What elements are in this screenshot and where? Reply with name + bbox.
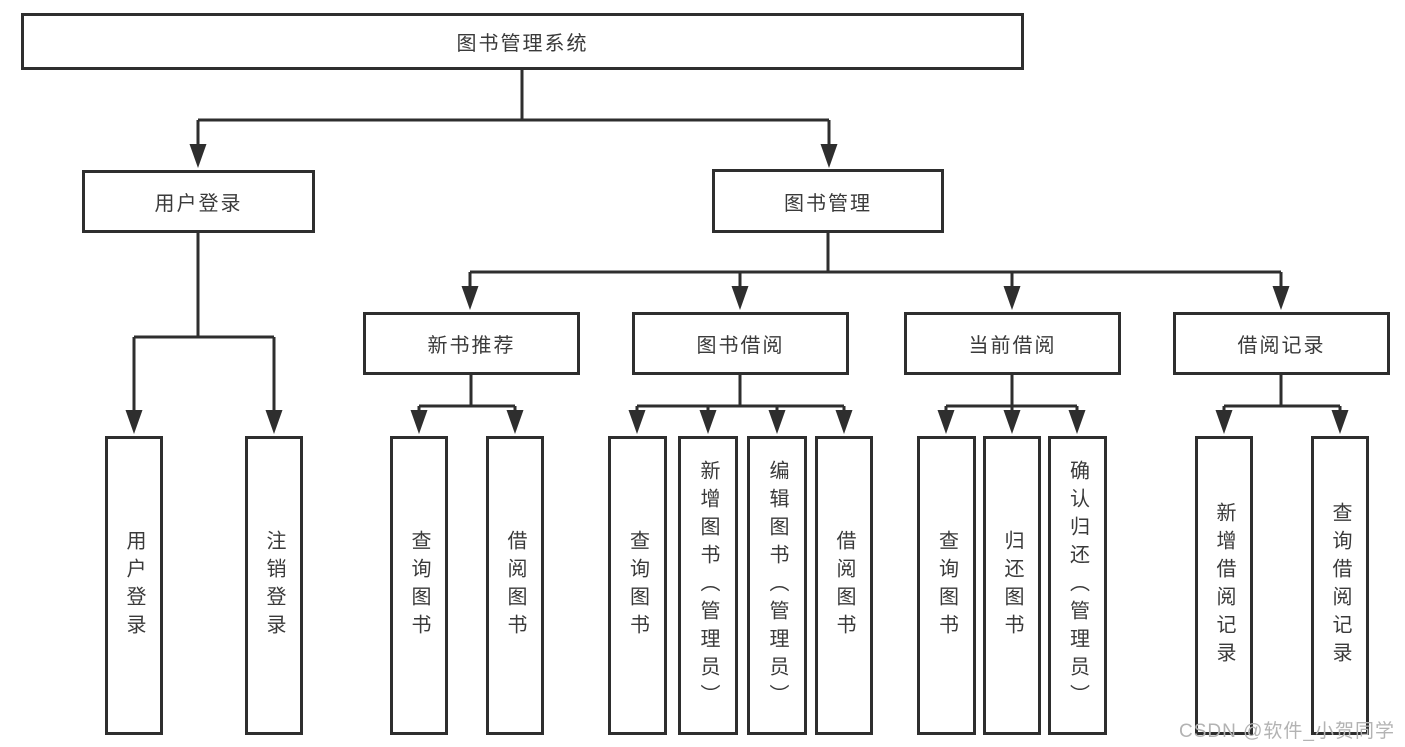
node-root: 图书管理系统 — [21, 13, 1024, 70]
leaf-borrow-books-recommend: 借阅图书 — [486, 436, 544, 735]
node-user-login: 用户登录 — [82, 170, 315, 233]
leaf-return-books: 归还图书 — [983, 436, 1041, 735]
leaf-query-books-borrow: 查询图书 — [608, 436, 667, 735]
leaf-logout: 注销登录 — [245, 436, 303, 735]
leaf-query-books-recommend: 查询图书 — [390, 436, 448, 735]
leaf-user-login: 用户登录 — [105, 436, 163, 735]
node-book-borrow: 图书借阅 — [632, 312, 849, 375]
node-borrow-records: 借阅记录 — [1173, 312, 1390, 375]
leaf-borrow-books: 借阅图书 — [815, 436, 873, 735]
leaf-edit-books-admin: 编辑图书（管理员） — [747, 436, 807, 735]
leaf-add-borrow-record: 新增借阅记录 — [1195, 436, 1253, 735]
leaf-add-books-admin: 新增图书（管理员） — [678, 436, 738, 735]
leaf-confirm-return-admin: 确认归还（管理员） — [1048, 436, 1107, 735]
node-book-management: 图书管理 — [712, 169, 944, 233]
csdn-watermark: CSDN @软件_小贺同学 — [1179, 721, 1395, 742]
node-current-borrow: 当前借阅 — [904, 312, 1121, 375]
node-new-book-recommend: 新书推荐 — [363, 312, 580, 375]
leaf-query-borrow-record: 查询借阅记录 — [1311, 436, 1369, 735]
leaf-query-books-current: 查询图书 — [917, 436, 976, 735]
